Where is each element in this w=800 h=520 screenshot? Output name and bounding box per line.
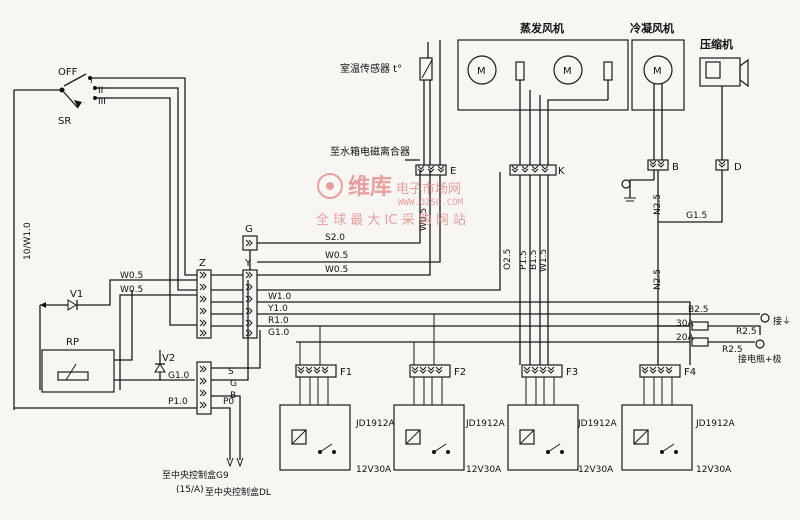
battery-label: 接电瓶+极 [738,353,782,365]
g9-sub-label: (15/A) [176,485,204,495]
conn-g-label: G [245,224,253,235]
b15-label: B1.5 [529,250,539,271]
n25-bot-label: N2.5 [653,269,663,290]
conn-b-label: B [672,162,679,173]
relay-f3: F3 JD1912A 12V30A [507,364,617,475]
n25-top-label: N2.5 [653,194,663,215]
f4-rating: 12V30A [696,465,732,475]
switch-sr: OFF I II III SR [13,67,112,410]
rp-resistor: RP [41,337,115,393]
bottom-connector [196,361,212,415]
watermark-brand: 维库 [348,174,392,200]
conn-z-label: Z [199,258,206,269]
switch-sr-label: SR [58,116,71,127]
svg-text:M: M [477,66,486,77]
p15-label: P1.5 [519,250,529,270]
to-central-dl-label: 至中央控制盒DL [205,486,271,498]
cond-fan-label: 冷凝风机 [630,21,674,35]
to-water-clutch-label: 至水箱电磁离合器 [330,145,410,158]
connector-k: K [509,164,565,177]
switch-pos-ii: II [98,86,103,96]
s20-label: S2.0 [325,233,345,243]
connector-z: Z [196,258,212,339]
v1-label: V1 [70,289,83,300]
relay-f2: F2 JD1912A 12V30A [393,364,505,475]
watermark: 维库 电子市场网 WWW.DZSC.COM 全 球 最 大 IC 采 购 网 站 [316,173,466,228]
w10-label: W1.0 [268,292,291,302]
evap-fan-label: 蒸发风机 [520,21,564,35]
fuse-20a-label: 20A [676,333,694,343]
f1-rating: 12V30A [356,465,392,475]
b-label: B [230,391,236,401]
s-label: S [228,367,234,377]
connector-d: D [715,159,742,173]
fuse-30a-label: 30A [676,319,694,329]
switch-off-label: OFF [58,67,78,78]
r25-b-label: R2.5 [722,345,743,355]
p10-label: P1.0 [168,397,188,407]
f3-rating: 12V30A [578,465,614,475]
w05-mid-label: W0.5 [325,265,348,275]
f2-rating: 12V30A [466,465,502,475]
f4-model: JD1912A [695,419,735,429]
to-central-g9-label: 至中央控制盒G9 [162,469,229,481]
room-sensor-label: 室温传感器 t° [340,62,402,75]
conn-y-label: Y [244,258,252,269]
r10-label: R1.0 [268,316,289,326]
v2-g10-label: G1.0 [168,371,190,381]
watermark-url: WWW.DZSC.COM [398,198,464,208]
ground-label: 接⏚ [773,315,791,327]
wire-10w-label: 10/W1.0 [23,222,33,260]
f3-label: F3 [566,367,578,378]
w05-vert-a: W0.5 [419,208,429,231]
v2-label: V2 [162,353,175,364]
v2-diode: V2 [154,350,175,380]
watermark-slogan: 全 球 最 大 IC 采 购 网 站 [316,212,466,228]
connector-b-top: B [647,159,679,173]
r25-a-label: R2.5 [736,327,757,337]
rp-label: RP [66,337,79,348]
room-temp-sensor: 室温传感器 t° [340,42,433,165]
connector-e: E [415,164,456,177]
relay-f4: F4 JD1912A 12V30A [621,364,735,475]
w15-label: W1.5 [539,249,549,272]
switch-pos-iii: III [98,97,106,107]
p0-label: P0 [223,397,234,407]
wire-w05-left: W0.5 [120,285,143,295]
g15-label: G1.5 [686,211,707,221]
relay-wires [299,314,673,405]
o25-label: O2.5 [503,249,513,270]
f1-label: F1 [340,367,352,378]
conn-d-label: D [734,162,742,173]
compressor-label: 压缩机 [700,37,733,51]
w05-left-top-label: W0.5 [120,271,143,281]
condenser-fan: M 冷凝风机 [630,21,685,111]
v1-diode: V1 [40,279,197,311]
y10-label: Y1.0 [267,304,288,314]
f4-label: F4 [684,367,696,378]
b25-label: B2.5 [688,305,709,315]
w05-top-label: W0.5 [325,251,348,261]
connector-g: G [242,224,258,251]
watermark-brand2: 电子市场网 [396,181,461,197]
f2-label: F2 [454,367,466,378]
compressor: 压缩机 [699,37,749,88]
f1-model: JD1912A [355,419,395,429]
g-label: G [230,379,237,389]
evaporator-fan-unit: M M 蒸发风机 [457,21,629,111]
svg-text:M: M [653,66,662,77]
f3-model: JD1912A [577,419,617,429]
f2-model: JD1912A [465,419,505,429]
conn-e-label: E [450,166,456,177]
svg-text:M: M [563,66,572,77]
relay-f1: F1 JD1912A 12V30A [279,364,395,475]
conn-k-label: K [558,166,565,177]
g10-label: G1.0 [268,328,290,338]
switch-pos-i: I [90,76,93,86]
